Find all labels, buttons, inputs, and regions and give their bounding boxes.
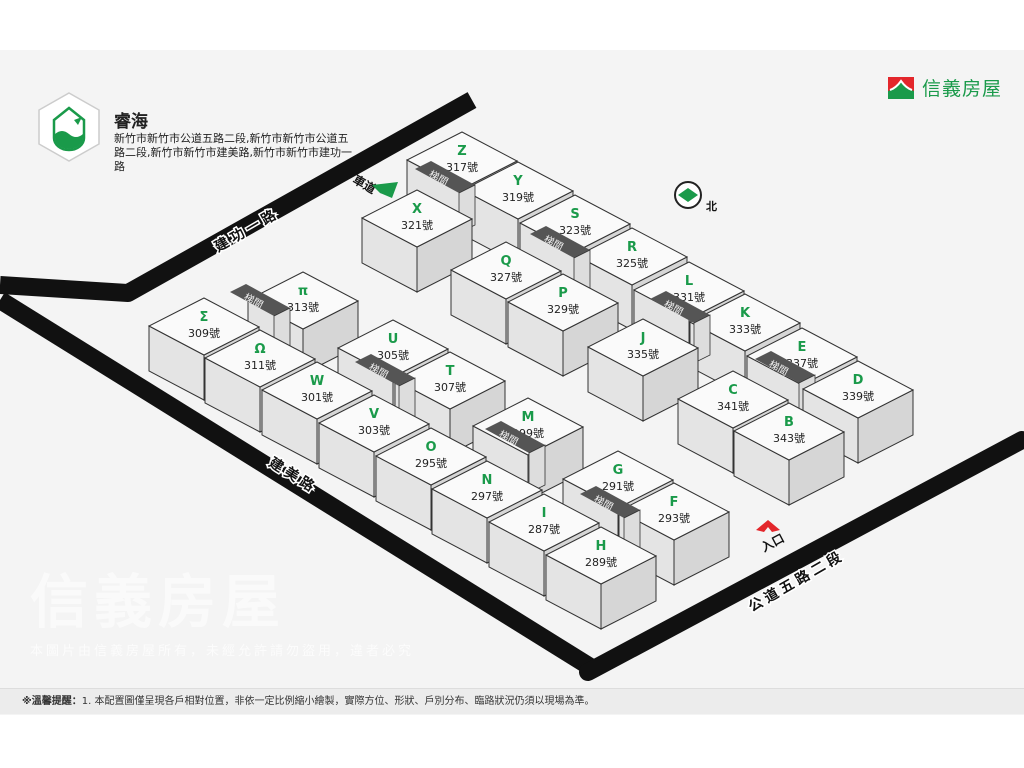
brand-mark-icon (887, 76, 914, 99)
stairwell: 梯間 (485, 421, 546, 494)
block-letter: S (570, 207, 579, 222)
block-letter: R (627, 240, 637, 255)
road-jiangong (0, 92, 477, 302)
block-letter: V (369, 407, 379, 422)
north-label: 北 (706, 199, 717, 213)
driveway-label: 車道 (351, 172, 379, 197)
block-letter: Y (512, 174, 523, 189)
project-header: 睿海 新竹市新竹市公道五路二段,新竹市新竹市公道五路二段,新竹市新竹市建美路,新… (32, 90, 354, 174)
block-letter: P (558, 286, 568, 301)
brand-logo: 信義房屋 (887, 74, 1002, 101)
watermark: 信義房屋 (30, 568, 287, 636)
block-number: 297號 (471, 490, 503, 503)
block-number: 311號 (244, 359, 276, 372)
block-letter: H (596, 539, 607, 554)
block-number: 335號 (627, 348, 659, 361)
block-letter: π (298, 284, 308, 299)
road-jianmei (0, 292, 597, 676)
block-number: 291號 (602, 480, 634, 493)
block-letter: Z (457, 144, 466, 159)
driveway-arrow-icon (372, 182, 398, 198)
block-number: 339號 (842, 390, 874, 403)
block-letter: K (740, 306, 751, 321)
block-number: 319號 (502, 191, 534, 204)
building-block-B[interactable]: B 343號 (732, 402, 846, 506)
block-number: 343號 (773, 432, 805, 445)
block-number: 301號 (301, 391, 333, 404)
block-letter: C (728, 383, 738, 398)
building-block-H[interactable]: H 289號 (544, 526, 658, 630)
block-number: 317號 (446, 161, 478, 174)
block-letter: F (670, 495, 679, 510)
footer-label: ※溫馨提醒： (22, 696, 82, 707)
project-address: 新竹市新竹市公道五路二段,新竹市新竹市公道五路二段,新竹市新竹市建美路,新竹市新… (114, 132, 352, 173)
site-plan: 建功一路 建美路 公道五路二段 Z317號Y319號梯間X321號S323號R3… (0, 92, 1024, 681)
block-letter: Σ (200, 310, 209, 325)
block-number: 321號 (401, 219, 433, 232)
block-letter: Ω (254, 342, 265, 357)
block-letter: L (685, 274, 693, 289)
block-number: 333號 (729, 323, 761, 336)
block-letter: T (446, 364, 455, 379)
entrance-arrow-icon (756, 520, 780, 532)
block-letter: O (425, 440, 436, 455)
block-letter: N (482, 473, 493, 488)
road-gongdao (579, 431, 1024, 681)
block-number: 323號 (559, 224, 591, 237)
building-block-J[interactable]: J 335號 (586, 318, 700, 422)
block-number: 309號 (188, 327, 220, 340)
block-letter: U (388, 332, 399, 347)
entrance-label: 入口 (759, 531, 787, 555)
block-number: 329號 (547, 303, 579, 316)
block-number: 341號 (717, 400, 749, 413)
block-letter: Q (500, 254, 511, 269)
block-letter: W (310, 374, 324, 389)
block-letter: J (640, 331, 646, 346)
watermark-notice: 本圖片由信義房屋所有，未經允許請勿盜用，違者必究 (30, 644, 415, 659)
block-number: 303號 (358, 424, 390, 437)
block-number: 293號 (658, 512, 690, 525)
block-number: 295號 (415, 457, 447, 470)
driveway-marker: 車道 (351, 172, 398, 198)
block-letter: I (542, 506, 547, 521)
project-logo-icon (38, 92, 100, 162)
block-number: 327號 (490, 271, 522, 284)
entrance-marker: 入口 (756, 520, 787, 555)
footer-notice: ※溫馨提醒：1. 本配置圖僅呈現各戶相對位置，非依一定比例縮小繪製，實際方位、形… (0, 688, 1024, 714)
block-letter: X (412, 202, 422, 217)
block-number: 289號 (585, 556, 617, 569)
block-number: 313號 (287, 301, 319, 314)
block-letter: B (784, 415, 794, 430)
block-number: 325號 (616, 257, 648, 270)
block-letter: E (798, 340, 807, 355)
block-letter: D (853, 373, 864, 388)
north-marker: 北 (674, 181, 717, 213)
brand-name: 信義房屋 (921, 78, 1002, 100)
building-block-P[interactable]: P 329號 (506, 273, 620, 377)
building-block-X[interactable]: X 321號 (360, 189, 474, 293)
block-letter: M (522, 410, 535, 425)
block-number: 307號 (434, 381, 466, 394)
block-number: 305號 (377, 349, 409, 362)
footer-text: 1. 本配置圖僅呈現各戶相對位置，非依一定比例縮小繪製，實際方位、形狀、戶別分布… (81, 696, 595, 707)
block-number: 287號 (528, 523, 560, 536)
project-title: 睿海 (114, 112, 148, 132)
block-letter: G (613, 463, 624, 478)
